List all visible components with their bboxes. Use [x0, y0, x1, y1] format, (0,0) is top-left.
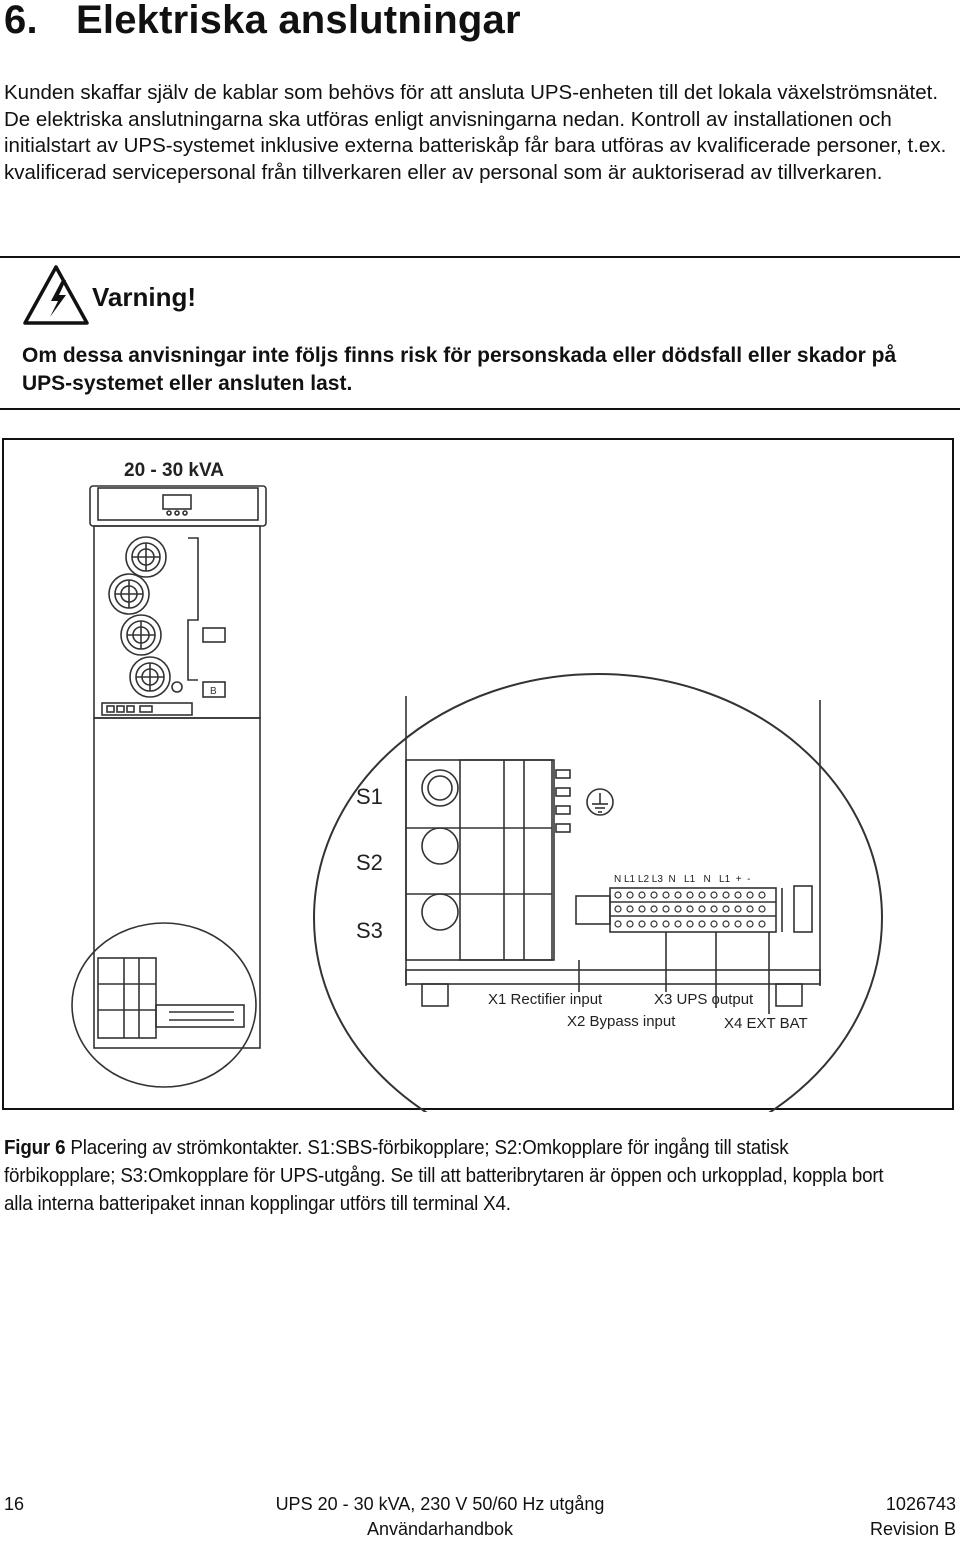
section-heading: 6. Elektriska anslutningar [4, 0, 521, 44]
zoom-ellipse [313, 673, 883, 1112]
switch-label-s1: S1 [356, 784, 383, 809]
caption-text: Placering av strömkontakter. S1:SBS-förb… [4, 1137, 884, 1215]
fan-4 [129, 656, 171, 698]
electrical-hazard-icon [23, 265, 89, 325]
footer-product-line1: UPS 20 - 30 kVA, 230 V 50/60 Hz utgång [275, 1494, 605, 1514]
fan-3 [120, 614, 162, 656]
fan-2 [108, 573, 150, 615]
terminal-x1-label: X1 Rectifier input [488, 991, 603, 1008]
intro-paragraph: Kunden skaffar själv de kablar som behöv… [4, 81, 947, 184]
zoom-detail [405, 696, 821, 1014]
terminal-dots [614, 891, 766, 928]
switch-label-s3: S3 [356, 918, 383, 943]
section-number: 6. [4, 0, 38, 42]
model-label: 20 - 30 kVA [124, 460, 224, 481]
warning-top-rule [0, 256, 960, 258]
footer-doc: 1026743 Revision B [870, 1492, 956, 1542]
footer-product-line2: Användarhandbok [366, 1519, 514, 1539]
caption-label: Figur 6 [4, 1137, 66, 1159]
diagram-labels: S1 S2 S3 N L1 L2 L3 N L1 N L1 + - X1 Rec… [356, 784, 808, 1032]
terminal-x2-label: X2 Bypass input [567, 1013, 676, 1030]
terminal-x4-label: X4 EXT BAT [724, 1015, 808, 1032]
switch-label-s2: S2 [356, 850, 383, 875]
figure-caption: Figur 6 Placering av strömkontakter. S1:… [4, 1134, 903, 1218]
warning-bottom-rule [0, 408, 960, 410]
footer-revision: Revision B [869, 1519, 956, 1539]
figure-ups-diagram: 20 - 30 kVA B [2, 438, 954, 1112]
page-number: 16 [4, 1494, 25, 1514]
terminal-x3-label: X3 UPS output [654, 991, 754, 1008]
section-title: Elektriska anslutningar [76, 0, 521, 42]
fan-1 [125, 536, 167, 578]
ups-diagram-svg: 20 - 30 kVA B [71, 460, 883, 1112]
footer-doc-number: 1026743 [885, 1494, 956, 1514]
switch-contacts [555, 769, 571, 833]
ground-icon [586, 788, 614, 816]
ups-cabinet: 20 - 30 kVA B [71, 460, 267, 1088]
footer-product: UPS 20 - 30 kVA, 230 V 50/60 Hz utgång A… [0, 1492, 880, 1542]
warning-text: Om dessa anvisningar inte följs finns ri… [22, 344, 897, 395]
terminal-header: N L1 L2 L3 N L1 N L1 + - [614, 874, 750, 885]
footer-page-number: 16 [4, 1492, 24, 1517]
warning-title: Varning! [92, 282, 197, 312]
cabinet-badge: B [210, 686, 217, 697]
